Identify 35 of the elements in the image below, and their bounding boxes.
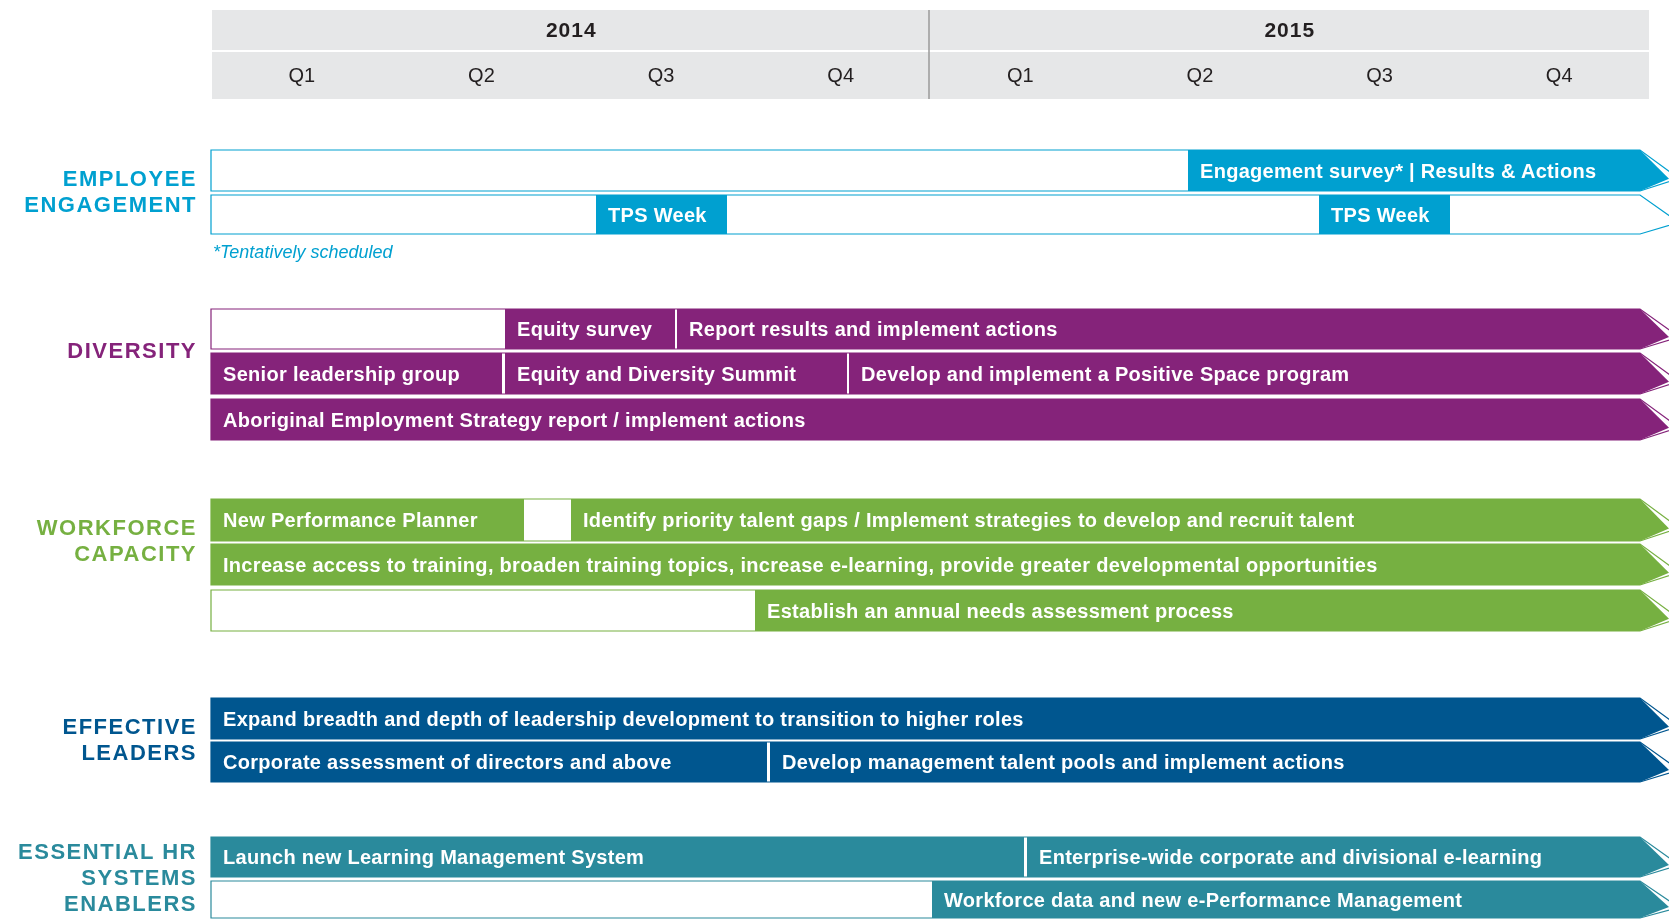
quarter-heading: Q4 [1545, 63, 1573, 88]
footnote: *Tentatively scheduled [213, 240, 393, 264]
task-bar: Develop and implement a Positive Space program [849, 353, 1669, 394]
category-label: EMPLOYEE ENGAGEMENT [23, 166, 197, 218]
category-label: EFFECTIVE LEADERS [61, 714, 197, 766]
task-bar: Equity and Diversity Summit [505, 353, 847, 394]
task-bar: Develop management talent pools and implement actions [770, 742, 1669, 782]
quarter-heading: Q1 [1006, 63, 1034, 88]
task-bar: TPS Week [1319, 195, 1450, 234]
year-heading: 2014 [545, 17, 597, 44]
task-bar: Equity survey [505, 309, 675, 349]
category-label: DIVERSITY [67, 337, 197, 364]
task-bar: Identify priority talent gaps / Implement strategies to develop and recruit talent [571, 499, 1669, 541]
quarter-heading: Q2 [1186, 63, 1214, 88]
task-bar: Enterprise-wide corporate and divisional e-learning [1027, 837, 1669, 877]
task-bar: Expand breadth and depth of leadership development to transition to higher roles [211, 698, 1669, 739]
task-bar: Launch new Learning Management System [211, 837, 1024, 877]
category-label: ESSENTIAL HR SYSTEMS ENABLERS [17, 839, 197, 917]
quarter-heading: Q2 [468, 63, 495, 88]
task-bar: TPS Week [596, 195, 727, 234]
task-bar: Workforce data and new e-Performance Management [932, 881, 1669, 918]
quarter-heading: Q4 [827, 63, 855, 88]
quarter-heading: Q1 [288, 63, 316, 88]
task-bar: Senior leadership group [211, 353, 502, 394]
task-bar: Increase access to training, broaden training topics, increase e-learning, provide greater developmental opportunities [211, 544, 1669, 585]
task-bar: Report results and implement actions [677, 309, 1669, 349]
quarter-heading: Q3 [647, 63, 675, 88]
task-bar: Corporate assessment of directors and above [211, 742, 767, 782]
task-bar: Aboriginal Employment Strategy report / implement actions [211, 399, 1669, 440]
year-heading: 2015 [1264, 17, 1316, 44]
task-bar: New Performance Planner [211, 499, 524, 541]
quarter-heading: Q3 [1366, 63, 1393, 88]
task-bar: Establish an annual needs assessment process [755, 590, 1669, 631]
task-bar: Engagement survey* | Results & Actions [1188, 150, 1669, 191]
category-label: WORKFORCE CAPACITY [35, 515, 197, 567]
